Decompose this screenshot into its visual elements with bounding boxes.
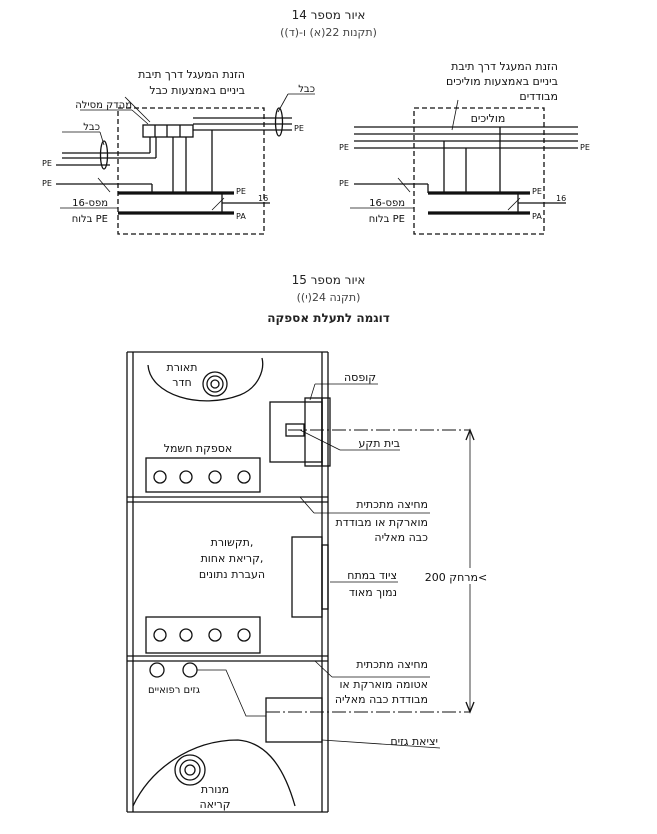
- left-pe-label-1: PE: [42, 159, 52, 168]
- gas-exit-box: [265, 697, 323, 743]
- right-pe-bus-label: PE: [532, 187, 542, 196]
- left-clamp-label: מהדק מסילה: [75, 100, 132, 111]
- right-fuse-line1: מפס-16: [369, 198, 405, 209]
- figure15-title: איור מספר 15: [291, 273, 366, 287]
- electric-supply-label: אספקת חשמל: [164, 442, 233, 455]
- right-note-line2: ביניים באמצעות מוליכים: [446, 75, 558, 88]
- partition2-line2: אטומה מוארקת או: [339, 678, 428, 691]
- comm-label-1: תקשורת,: [211, 536, 254, 549]
- figure15-heading: דוגמה לתעלת אספקה: [267, 311, 390, 325]
- comm-label-2: קריאת אחות,: [201, 552, 264, 565]
- partition2-line1: מחיצה מתכתית: [356, 658, 428, 671]
- figure14-subtitle: (תקנות 22(א) ו-(ד)): [280, 26, 377, 39]
- rail-clamp: [142, 124, 194, 138]
- box-label: קופסה: [344, 371, 376, 384]
- reading-lamp-label-2: קריאה: [199, 798, 230, 811]
- right-size-label: 16: [556, 194, 566, 203]
- socket-label: בית תקע: [359, 437, 400, 450]
- left-pe-label-right: PE: [294, 124, 304, 133]
- reading-lamp-label-1: מנורת: [201, 783, 229, 796]
- right-pe-label-2: PE: [339, 179, 349, 188]
- left-pe-bus-label: PE: [236, 187, 246, 196]
- partition1-line2: מוארקת או מבודדת: [336, 516, 428, 529]
- gas-outlet-1: [149, 662, 165, 678]
- left-size-label: 16: [258, 194, 268, 203]
- gas-outlet-2: [182, 662, 198, 678]
- electric-outlets-panel: [145, 457, 261, 493]
- left-note-line1: הזנת המעגל דרך תיבת: [138, 68, 245, 81]
- comm-label-3: העברת נתונים: [199, 568, 265, 581]
- right-pa-bus-label: PA: [532, 212, 542, 221]
- figure14-right-diagram: הזנת המעגל דרך תיבת ביניים באמצעות מוליכ…: [339, 60, 590, 235]
- left-pe-label-2: PE: [42, 179, 52, 188]
- box: [269, 401, 323, 463]
- partition2-line3: מבודדת כבה מאליה: [335, 693, 428, 706]
- figure15-subtitle: (תקנה 24(י)): [296, 291, 361, 304]
- left-junction-box: [117, 107, 265, 235]
- cable-sleeve-left: [99, 140, 109, 170]
- right-junction-box: [413, 107, 545, 235]
- right-pe-label-1: PE: [339, 143, 349, 152]
- right-fuse-line2: בלוח PE: [369, 214, 405, 225]
- room-light-label-1: תאורת: [166, 361, 197, 374]
- gas-exit-label: יציאת גזים: [390, 735, 438, 748]
- room-light-label-2: חדר: [172, 376, 191, 389]
- left-note-line2: ביניים באמצעות כבל: [149, 84, 245, 97]
- left-fuse-line2: בלוח PE: [72, 214, 108, 225]
- low-voltage-device: [291, 536, 323, 618]
- hv-device-line1: ציוד במתח: [347, 569, 397, 582]
- outlet-row-2: [153, 628, 251, 642]
- comm-outlets-panel: [145, 616, 261, 654]
- left-cable-label: כבל: [83, 122, 100, 133]
- left-cable-top-label: כבל: [298, 84, 315, 95]
- partition1-line1: מחיצה מתכתית: [356, 498, 428, 511]
- conductors-label: מוליכים: [471, 112, 506, 125]
- cable-sleeve-right: [274, 107, 284, 137]
- figure15-diagram: תאורת חדר קופסה בית תקע אספקת חשמל מחיצה…: [126, 351, 510, 813]
- figure14-left-diagram: הזנת המעגל דרך תיבת ביניים באמצעות כבל כ…: [42, 68, 315, 235]
- hv-device-line2: נמוך מאוד: [349, 586, 397, 599]
- right-pe-label-right: PE: [580, 143, 590, 152]
- medical-gases-label: גזים רפואיים: [148, 685, 200, 696]
- figure14-title: איור מספר 14: [291, 8, 366, 22]
- left-pa-bus-label: PA: [236, 212, 246, 221]
- right-note-line3: מבודדים: [519, 90, 558, 103]
- partition1-line3: כבה מאליה: [374, 531, 428, 544]
- right-note-line1: הזנת המעגל דרך תיבת: [451, 60, 558, 73]
- distance-label: מרחק 200<: [425, 571, 487, 584]
- outlet-row-1: [153, 470, 251, 484]
- left-fuse-line1: מפס-16: [72, 198, 108, 209]
